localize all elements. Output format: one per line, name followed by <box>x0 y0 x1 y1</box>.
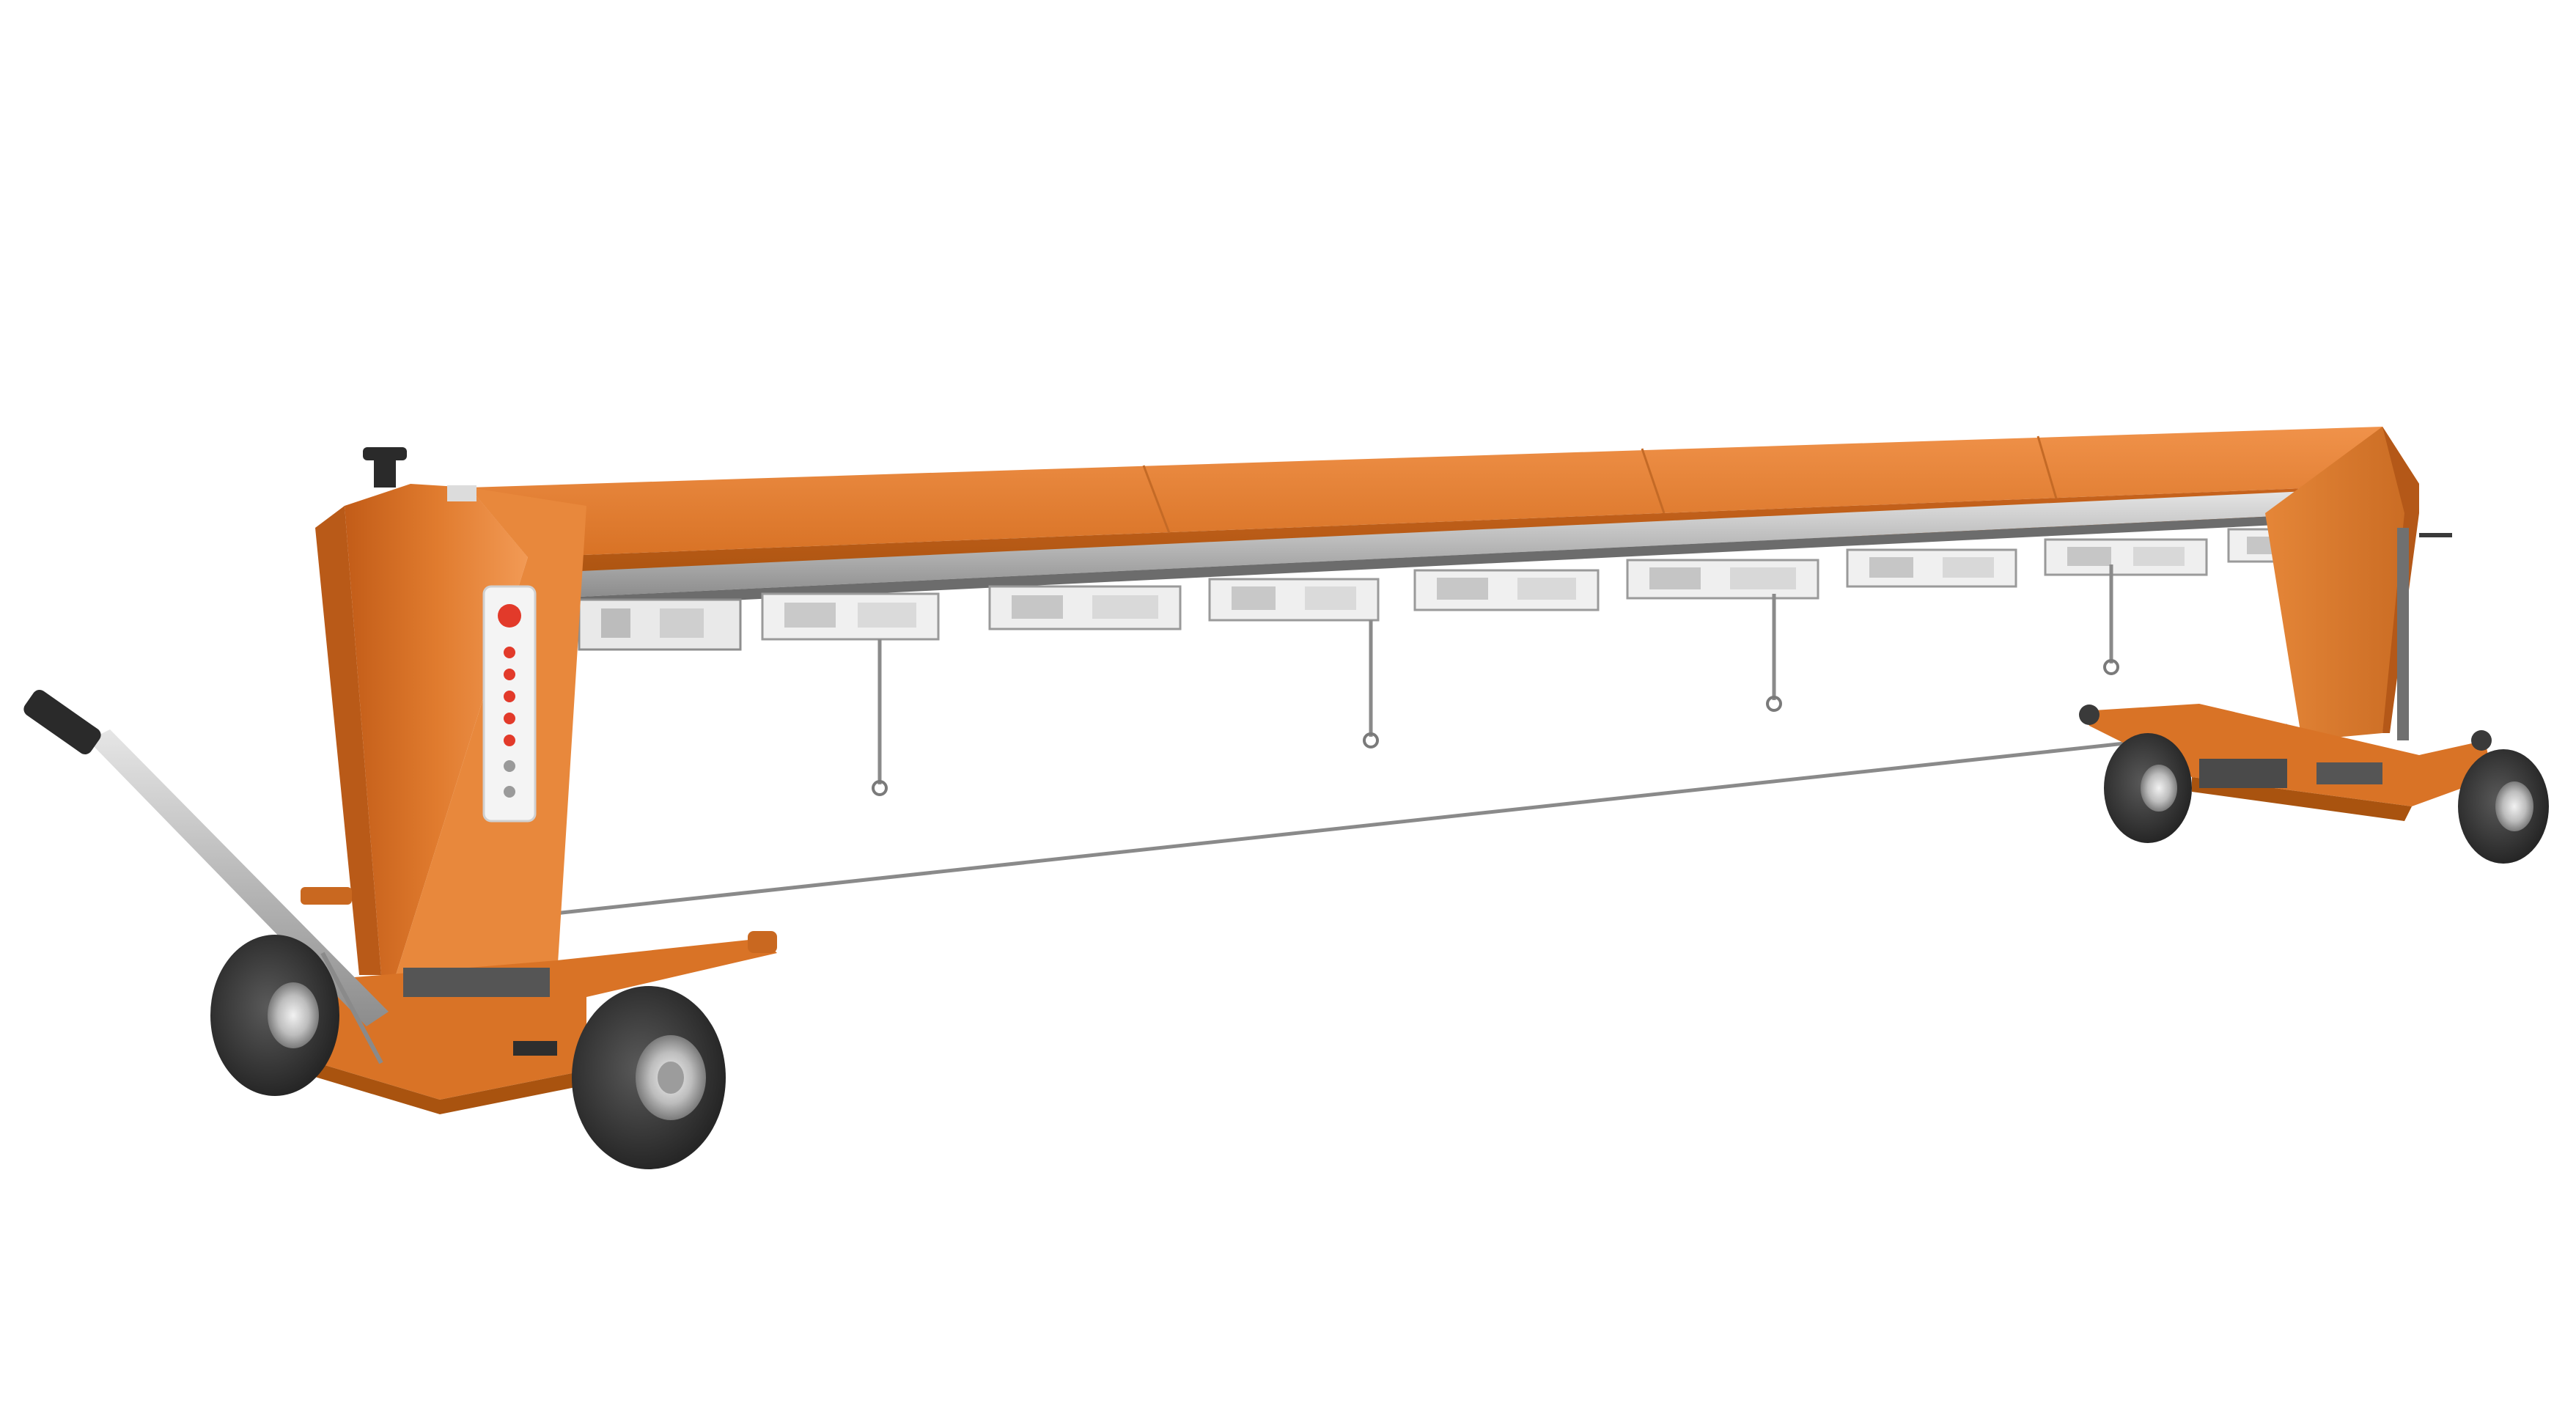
indicator-light <box>504 647 515 658</box>
hanging-rods <box>872 564 2119 796</box>
rail-carriage <box>578 598 742 651</box>
right-rear-wheel <box>2104 733 2192 843</box>
indicator-light <box>504 669 515 680</box>
left-base <box>293 887 777 1114</box>
rail-carriage <box>1626 559 1819 600</box>
control-panel <box>482 585 537 823</box>
hanging-rod <box>1766 594 1782 712</box>
bottom-tension-cable <box>527 724 2288 919</box>
rail-carriage <box>988 585 1182 630</box>
guide-rail <box>564 490 2338 608</box>
rail-carriages <box>578 528 2347 651</box>
indicator-light <box>504 786 515 798</box>
rail-carriage <box>1846 548 2017 588</box>
indicator-light <box>504 735 515 746</box>
indicator-light <box>504 760 515 772</box>
hanging-rod <box>2103 564 2119 675</box>
rail-carriage <box>1413 569 1600 611</box>
indicator-light <box>504 691 515 702</box>
rail-carriage <box>761 592 940 641</box>
right-front-wheel <box>2458 749 2549 864</box>
indicator-light <box>504 713 515 724</box>
left-front-wheel <box>572 986 726 1169</box>
right-leg <box>2265 427 2452 740</box>
left-rear-wheel <box>210 935 339 1096</box>
hanging-rod <box>872 639 888 796</box>
emergency-stop-icon[interactable] <box>498 604 521 628</box>
rail-carriage <box>1208 578 1380 622</box>
right-base <box>2079 704 2492 821</box>
hanging-rod <box>1363 620 1379 748</box>
rail-carriage <box>2044 538 2208 576</box>
left-leg <box>315 447 586 975</box>
